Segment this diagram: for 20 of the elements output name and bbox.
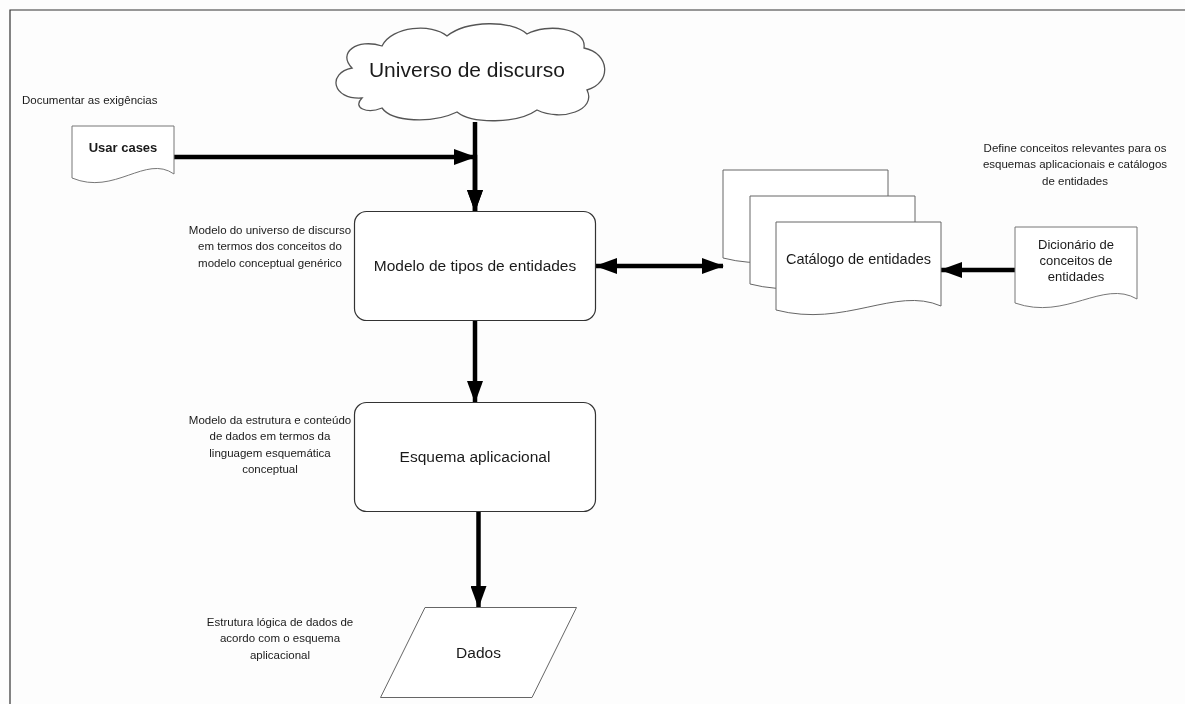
annotation-text: Documentar as exigências: [22, 93, 159, 108]
annotation-text: Define conceitos relevantes para os esquemas aplicacionais e catálogos de entidades: [981, 141, 1169, 189]
node-label: Dicionário de conceitos de entidades: [1037, 235, 1115, 287]
node-label: Modelo de tipos de entidades: [372, 256, 578, 277]
annotation-text: Estrutura lógica de dados de acordo com o esquema aplicacional: [205, 615, 355, 663]
arrow: [940, 262, 1015, 278]
arrow: [595, 258, 724, 274]
node-label: Usar cases: [87, 138, 159, 157]
arrow: [467, 321, 483, 403]
arrow: [470, 512, 487, 608]
node-label: Universo de discurso: [367, 56, 567, 83]
annotation-text: Modelo do universo de discurso em termos dos conceitos do modelo conceptual genérico: [188, 223, 352, 271]
process-box: [354, 211, 596, 321]
node-label: Esquema aplicacional: [398, 447, 552, 468]
process-box: [354, 402, 596, 512]
arrow: [174, 149, 483, 211]
annotation-text: Modelo da estrutura e conteúdo de dados em termos da linguagem esquemática conceptual: [188, 413, 352, 477]
data-parallelogram: [380, 607, 577, 698]
node-label: Catálogo de entidades: [784, 249, 933, 269]
node-label: Dados: [455, 642, 502, 663]
